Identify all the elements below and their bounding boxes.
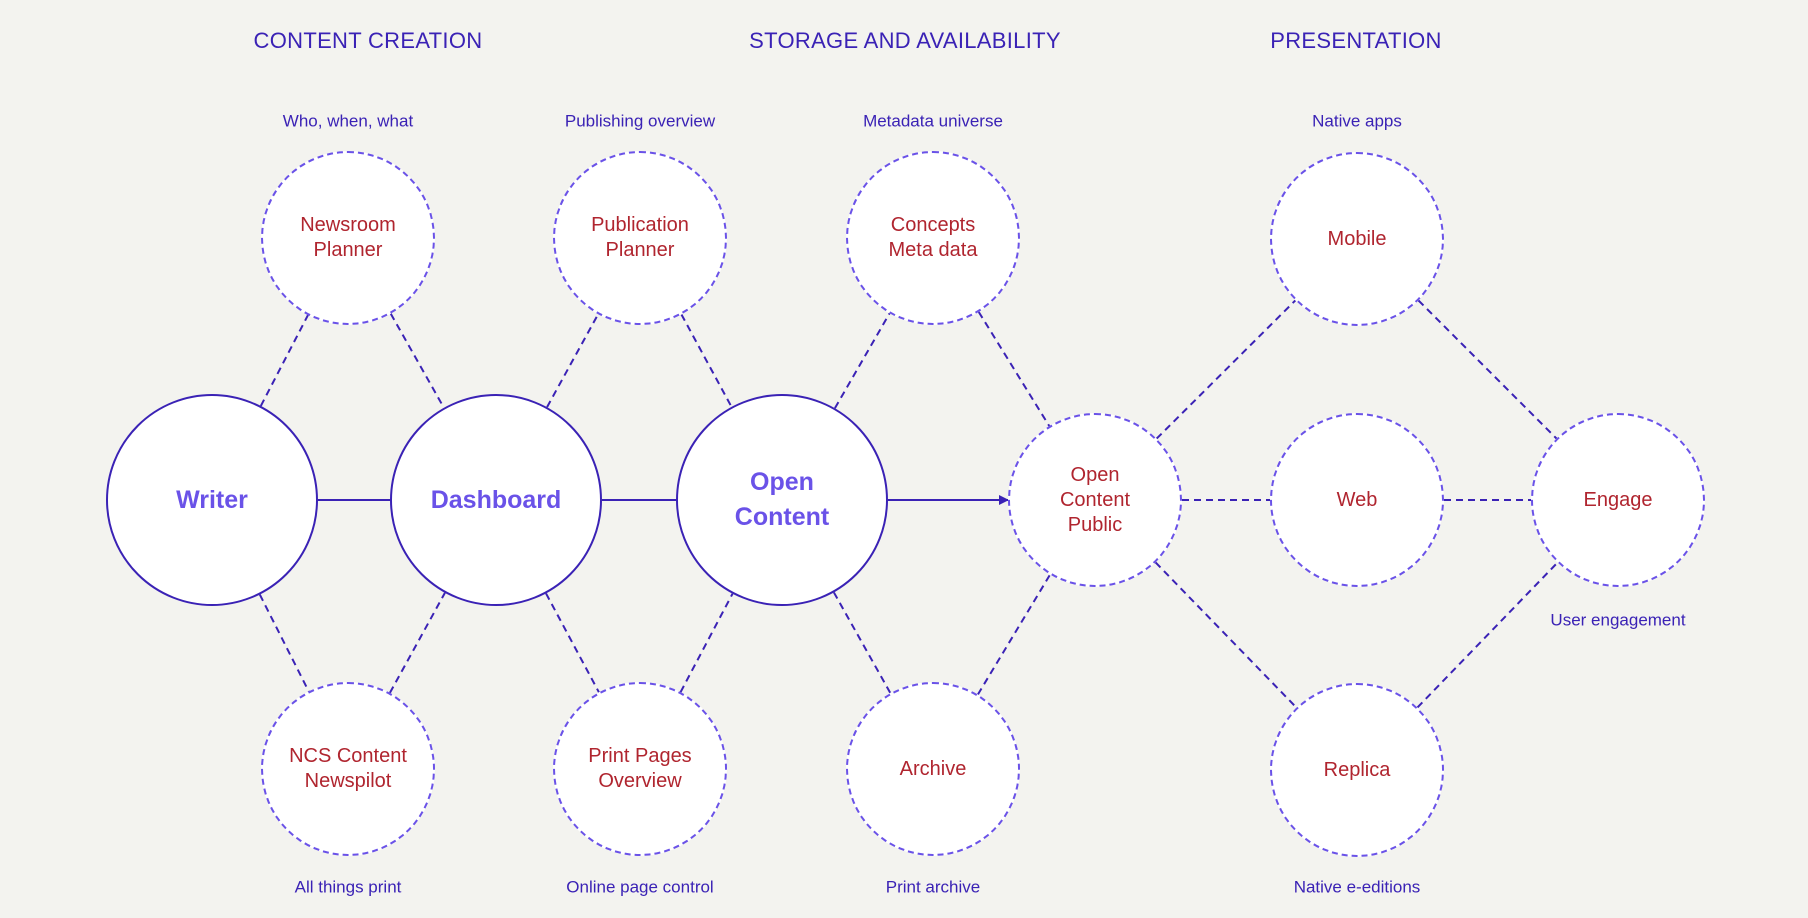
node-replica-label: Replica	[1323, 758, 1391, 781]
edge-replica-to-engage	[1416, 561, 1559, 709]
node-open-content-public: Open Content Public	[1008, 413, 1182, 587]
heading-presentation: PRESENTATION	[1270, 28, 1442, 53]
caption-native-e-editions: Native e-editions	[1293, 877, 1421, 897]
node-publication-planner-label-1: Publication	[591, 214, 689, 236]
node-mobile: Mobile	[1270, 152, 1444, 326]
edge-ncs-content-to-dashboard	[389, 592, 446, 694]
edge-open-content-public-to-replica	[1154, 561, 1298, 709]
node-publication-planner: Publication Planner	[553, 151, 727, 325]
node-engage: Engage	[1531, 413, 1705, 587]
edge-archive-to-open-content-public	[977, 574, 1051, 695]
edge-concepts-meta-to-open-content-public	[977, 311, 1051, 427]
caption-native-apps: Native apps	[1312, 111, 1402, 131]
caption-metadata-universe: Metadata universe	[863, 111, 1003, 131]
node-concepts-meta-data: Concepts Meta data	[846, 151, 1020, 325]
edge-dashboard-to-publication-planner	[546, 313, 599, 408]
node-archive: Archive	[846, 682, 1020, 856]
edge-print-pages-to-open-content	[679, 593, 734, 693]
edge-open-content-to-concepts-meta	[834, 312, 891, 409]
node-writer-label: Writer	[176, 485, 248, 514]
node-print-pages-label-2: Overview	[598, 770, 682, 792]
caption-print-archive: Print archive	[885, 877, 981, 897]
caption-publishing-overview: Publishing overview	[564, 111, 716, 131]
node-replica: Replica	[1270, 683, 1444, 857]
edge-newsroom-planner-to-dashboard	[389, 313, 445, 409]
caption-user-engagement: User engagement	[1550, 610, 1686, 630]
edge-publication-planner-to-open-content	[680, 314, 733, 408]
node-print-pages-overview: Print Pages Overview	[553, 682, 727, 856]
heading-content-creation: CONTENT CREATION	[253, 28, 483, 53]
node-newsroom-planner-label-2: Planner	[313, 239, 383, 261]
edge-writer-to-ncs-content	[258, 594, 310, 692]
node-writer: Writer	[106, 394, 318, 606]
edge-open-content-public-to-mobile	[1155, 299, 1297, 440]
node-concepts-label-1: Concepts	[890, 214, 976, 236]
node-web-label: Web	[1336, 488, 1378, 511]
heading-storage-availability: STORAGE AND AVAILABILITY	[749, 28, 1061, 53]
edge-mobile-to-engage	[1417, 299, 1558, 440]
node-web: Web	[1270, 413, 1444, 587]
node-ncs-content-newspilot: NCS Content Newspilot	[261, 682, 435, 856]
node-dashboard-label: Dashboard	[430, 485, 562, 514]
node-concepts-label-2: Meta data	[888, 239, 978, 261]
node-publication-planner-label-2: Planner	[605, 239, 675, 261]
node-newsroom-planner-label-1: Newsroom	[300, 214, 396, 236]
caption-online-page-control: Online page control	[566, 877, 714, 897]
node-ncs-label-1: NCS Content	[289, 745, 407, 767]
node-open-content: Open Content	[676, 394, 888, 606]
node-ocp-label-1: Open	[1070, 463, 1120, 486]
node-ncs-label-2: Newspilot	[304, 770, 392, 792]
caption-all-things-print: All things print	[294, 877, 402, 897]
node-ocp-label-2: Content	[1059, 488, 1131, 511]
caption-who-when-what: Who, when, what	[282, 111, 414, 131]
edge-writer-to-newsroom-planner	[259, 314, 309, 407]
node-mobile-label: Mobile	[1327, 227, 1387, 250]
node-open-content-label-2: Content	[734, 503, 830, 531]
edge-dashboard-to-print-pages	[545, 592, 600, 693]
node-dashboard: Dashboard	[390, 394, 602, 606]
node-print-pages-label-1: Print Pages	[588, 745, 692, 767]
node-ocp-label-3: Public	[1067, 513, 1123, 536]
node-open-content-label-1: Open	[750, 468, 814, 496]
edge-open-content-to-archive	[833, 591, 892, 694]
node-archive-label: Archive	[899, 757, 967, 780]
node-newsroom-planner: Newsroom Planner	[261, 151, 435, 325]
node-engage-label: Engage	[1583, 488, 1653, 511]
